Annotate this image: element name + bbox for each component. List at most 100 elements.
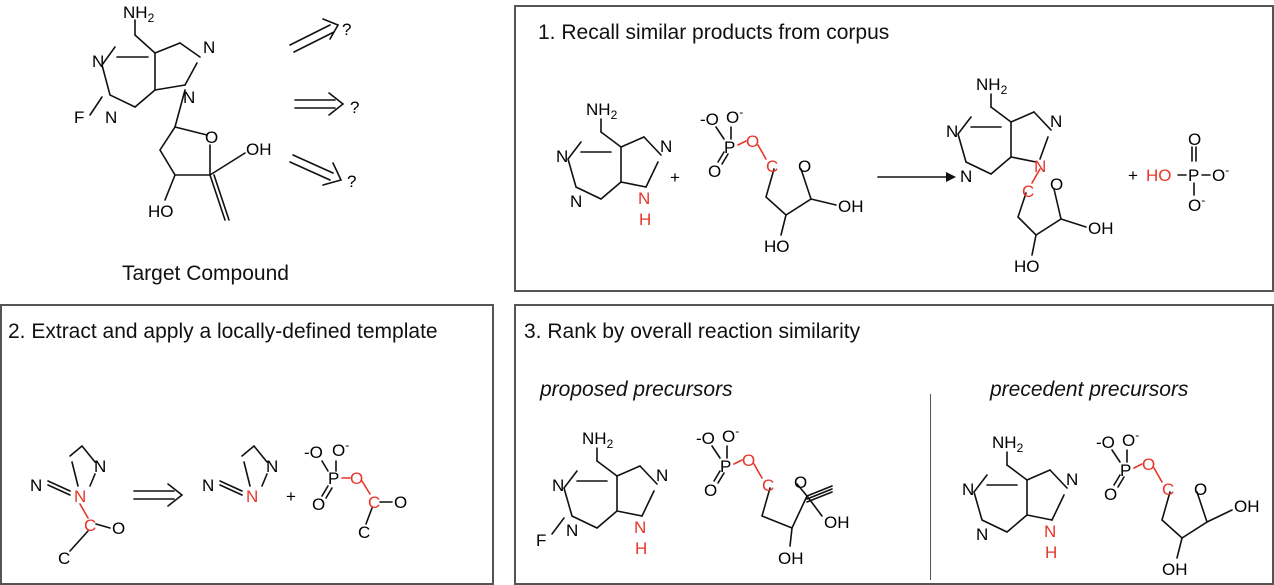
atom-n: N [183,88,195,107]
atom-nh2: NH2 [992,433,1024,455]
atom-h-red: H [1045,543,1057,562]
column-divider [930,394,931,580]
retro-arrows: ? ? ? [289,18,359,191]
atom-c-red: C [84,516,96,535]
atom-ho: HO [764,237,790,256]
atom-oh: OH [1088,219,1114,238]
atom-c: C [58,549,70,568]
panel-template: 2. Extract and apply a locally-defined t… [0,304,494,585]
atom-o-minus: -O [304,443,323,462]
atom-o-red: O [1142,455,1155,474]
atom-f: F [74,108,84,127]
atom-o: O [1194,480,1207,499]
atom-o-minus: -O [1096,433,1115,452]
atom-oh: OH [1162,560,1188,579]
atom-o: O [1188,130,1201,149]
atom-c-red: C [1022,182,1034,201]
atom-o-minus: O- [726,105,743,127]
atom-n: N [30,476,42,495]
atom-n: N [266,457,278,476]
proposed-sugar-phosphate: -O O- P O O C O OH OH [696,424,850,568]
panel-recall: 1. Recall similar products from corpus N… [514,5,1274,292]
retro-arrow [133,483,184,507]
atom-p: P [1188,166,1199,185]
atom-oh: OH [246,140,272,159]
atom-oh: OH [1234,497,1260,516]
atom-n: N [566,521,578,540]
atom-o: O [794,473,807,492]
atom-o-red: O [742,451,755,470]
template-phosphate-fragment: -O O- P O O C O C [304,438,407,542]
atom-n: N [92,52,104,71]
atom-n: N [556,147,568,166]
atom-n: N [105,108,117,127]
atom-o-minus: O- [722,424,739,446]
proposed-precursors-label: proposed precursors [540,378,733,401]
atom-nh2: NH2 [586,100,618,122]
atom-nh2: NH2 [976,75,1008,97]
atom-o: O [112,519,125,538]
atom-o: O [1050,175,1063,194]
atom-o: O [205,128,218,147]
atom-o: O [798,157,811,176]
atom-p: P [1120,461,1131,480]
atom-ho: HO [1014,257,1040,276]
target-compound-structure: NH2 N N N N F O OH HO [74,3,272,221]
atom-o-minus: -O [696,429,715,448]
atom-o-minus: O- [1188,193,1205,215]
atom-o: O [312,495,325,514]
atom-n: N [960,167,972,186]
reaction-arrow [877,172,956,182]
byproduct-phosphate: + HO O P O- O- [1128,130,1229,215]
atom-n-red: N [1044,522,1056,541]
plus-text: + [286,487,296,506]
atom-n-red: N [634,518,646,537]
atom-n: N [570,192,582,211]
atom-h-red: H [635,539,647,558]
atom-n-red: N [638,189,650,208]
atom-o-minus: -O [700,110,719,129]
atom-n: N [946,122,958,141]
plus-text: + [1128,166,1138,185]
atom-n-red: N [74,487,86,506]
atom-o: O [394,493,407,512]
panel-recall-title: 1. Recall similar products from corpus [538,21,890,44]
atom-n: N [660,137,672,156]
atom-o-minus: O- [1212,163,1229,185]
panel-rank: 3. Rank by overall reaction similarity p… [514,304,1274,585]
atom-c-red: C [762,476,774,495]
atom-n: N [552,476,564,495]
atom-p: P [720,457,731,476]
atom-h-red: H [639,210,651,229]
panel-rank-title: 3. Rank by overall reaction similarity [524,320,861,343]
atom-f: F [536,531,546,550]
atom-c-red: C [368,493,380,512]
precedent-adenine: NH2 N N N N H [962,433,1078,562]
atom-n: N [962,480,974,499]
atom-oh: OH [838,197,864,216]
product-deoxyadenosine: NH2 N N N N C O OH HO [946,75,1114,276]
plus-text: + [670,168,680,187]
template-reactant-fragment: N N N + [202,444,296,506]
plus-sign: + [670,168,680,187]
retro-question-2: ? [350,98,359,117]
atom-n: N [203,38,215,57]
retro-question-1: ? [342,20,351,39]
atom-n: N [656,466,668,485]
retro-question-3: ? [347,172,356,191]
proposed-fluoroadenine: NH2 N N N F N H [536,429,668,558]
atom-o-red: O [746,132,759,151]
atom-ho-red: HO [1146,166,1172,185]
atom-o: O [704,481,717,500]
template-product-fragment: N N N C O C [30,444,125,568]
precedent-precursors-label: precedent precursors [990,378,1189,401]
atom-c: C [358,523,370,542]
reactant-deoxyribose-phosphate: -O O- P O O C O OH HO [700,105,864,256]
atom-o: O [1104,485,1117,504]
atom-o: O [708,162,721,181]
atom-n: N [1050,112,1062,131]
atom-c-red: C [1162,480,1174,499]
atom-n: N [94,457,106,476]
precedent-sugar-phosphate: -O O- P O O C O OH OH [1096,428,1260,579]
panel-template-title: 2. Extract and apply a locally-defined t… [8,320,438,343]
